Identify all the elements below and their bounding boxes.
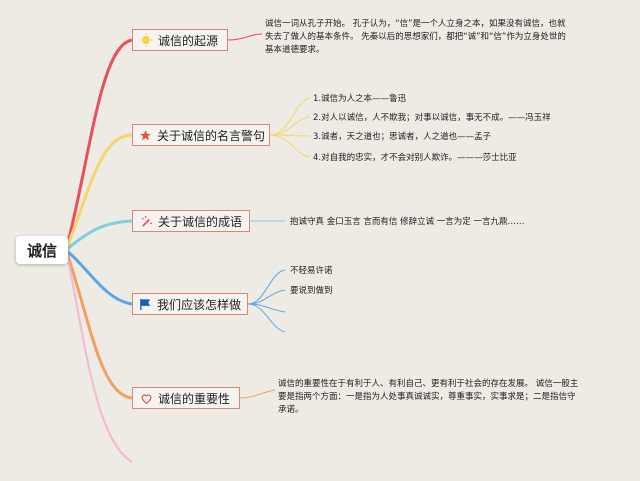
branch-label: 关于诚信的成语 bbox=[158, 214, 243, 229]
magic-wand-icon bbox=[139, 214, 153, 228]
heart-icon bbox=[139, 391, 153, 405]
connector-origin bbox=[64, 38, 133, 251]
sub-connector-action-1 bbox=[247, 269, 286, 305]
root-node[interactable]: 诚信 bbox=[16, 236, 68, 264]
action-item: 不轻易许诺 bbox=[290, 266, 333, 276]
branch-action[interactable]: 我们应该怎样做 bbox=[132, 293, 248, 315]
quote-item: 3.诚者，天之道也；思诚者，人之道也——孟子 bbox=[313, 132, 492, 142]
origin-detail: 诚信一词从孔子开始。 孔子认为，“信”是一个人立身之本，如果没有诚信，也就 失去… bbox=[265, 19, 566, 55]
importance-detail: 诚信的重要性在于有利于人、有利自己、更有利于社会的存在发展。 诚信一般主 要是指… bbox=[278, 379, 579, 415]
sub-connector-origin bbox=[227, 33, 263, 41]
connector-idioms bbox=[65, 219, 133, 252]
sub-connector-quotes-4 bbox=[269, 134, 311, 158]
branch-quotes[interactable]: 关于诚信的名言警句 bbox=[132, 124, 270, 146]
action-item: 要说到做到 bbox=[290, 286, 333, 296]
connector-quotes bbox=[64, 133, 133, 251]
sub-connector-quotes-2 bbox=[269, 116, 311, 136]
branch-label: 关于诚信的名言警句 bbox=[157, 128, 266, 143]
connector-action bbox=[65, 248, 133, 306]
branch-origin[interactable]: 诚信的起源 bbox=[132, 29, 228, 51]
connector-extra bbox=[65, 249, 133, 463]
branch-label: 诚信的起源 bbox=[158, 33, 219, 48]
quote-item: 2.对人以诚信，人不欺我；对事以诚信，事无不成。——冯玉祥 bbox=[313, 113, 551, 123]
star-icon bbox=[139, 128, 152, 142]
sub-connector-importance bbox=[239, 389, 276, 399]
quote-item: 4.对自我的忠实，才不会对别人欺诈。———莎士比亚 bbox=[313, 153, 517, 163]
sub-connector-action-2 bbox=[247, 289, 286, 305]
connector-importance bbox=[64, 249, 133, 400]
branch-label: 诚信的重要性 bbox=[158, 391, 231, 406]
sub-connector-quotes bbox=[269, 97, 311, 136]
sub-connector-action-4 bbox=[247, 303, 286, 333]
quote-item: 1.诚信为人之本——鲁迅 bbox=[313, 94, 407, 104]
flag-icon bbox=[139, 297, 152, 311]
branch-label: 我们应该怎样做 bbox=[157, 297, 242, 312]
sun-icon bbox=[139, 33, 153, 47]
branch-idioms[interactable]: 关于诚信的成语 bbox=[132, 210, 250, 232]
branch-importance[interactable]: 诚信的重要性 bbox=[132, 387, 240, 409]
idiom-list: 抱诚守真 金口玉言 言而有信 修辞立诚 一言为定 一言九鼎…… bbox=[290, 217, 525, 227]
